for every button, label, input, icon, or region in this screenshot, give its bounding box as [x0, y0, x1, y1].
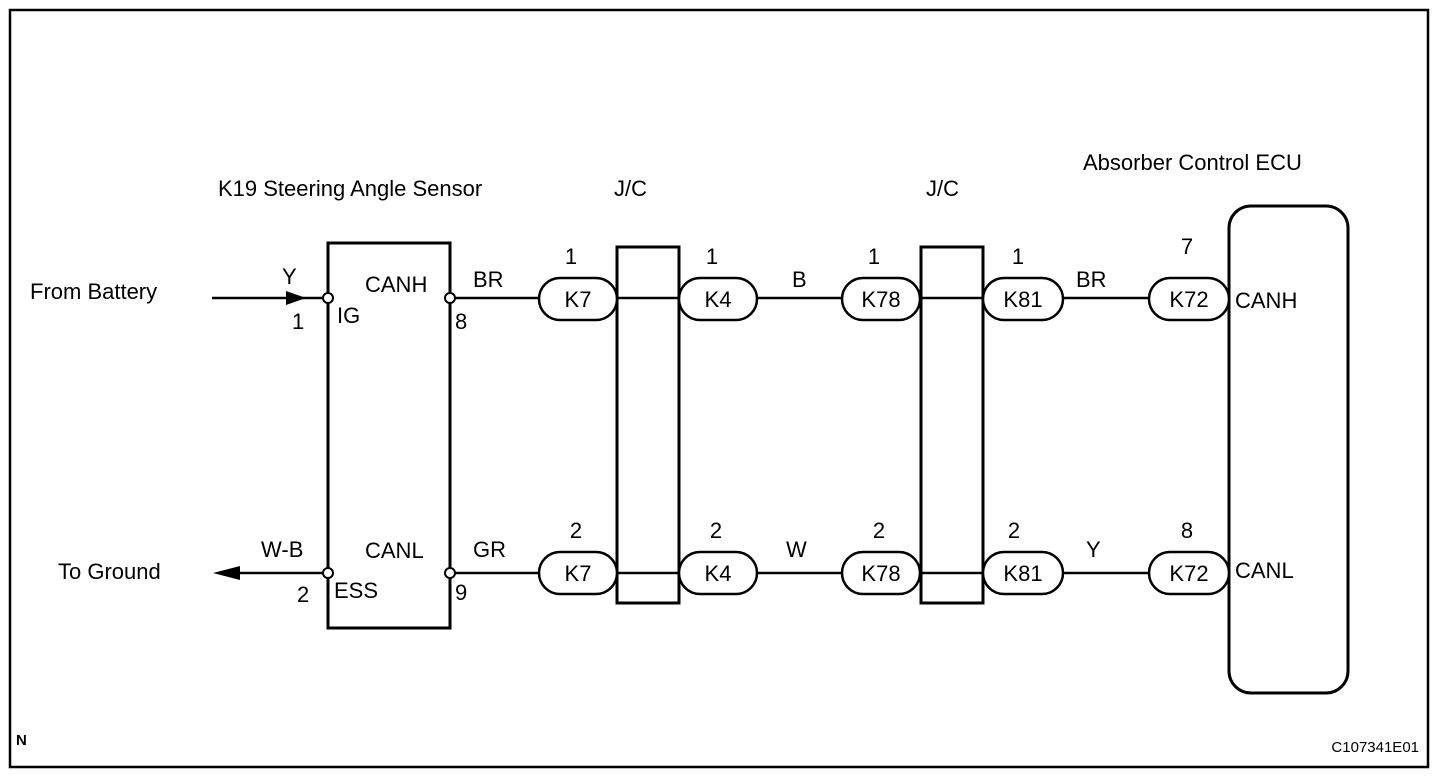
connector-pin-number: 2 — [1008, 518, 1020, 543]
junction-connector-1 — [615, 245, 681, 605]
sensor-title: K19 Steering Angle Sensor — [218, 176, 482, 201]
connector-k72-canl: K72 8 — [1147, 518, 1231, 596]
svg-text:K78: K78 — [861, 287, 900, 312]
connector-pin-number: 1 — [565, 244, 577, 269]
diagram-frame — [8, 8, 1430, 769]
canl-wire-color: Y — [1086, 537, 1101, 562]
svg-text:K81: K81 — [1003, 287, 1042, 312]
canl-wire-color: W — [786, 537, 807, 562]
svg-text:K4: K4 — [705, 287, 732, 312]
figure-code: C107341E01 — [1331, 739, 1419, 756]
connector-pin-number: 7 — [1181, 234, 1193, 259]
canh-terminal-icon — [444, 292, 456, 304]
connector-k78-canh: K78 1 — [840, 244, 922, 322]
canh-wire-color: BR — [1076, 267, 1107, 292]
connector-pin-number: 2 — [873, 518, 885, 543]
connector-k4-canl: K4 2 — [677, 518, 759, 596]
connector-k4-canh: K4 1 — [677, 244, 759, 322]
sensor-canl-pin: 9 — [455, 580, 467, 605]
from-battery-label: From Battery — [30, 279, 157, 304]
svg-text:K4: K4 — [705, 561, 732, 586]
connector-k78-canl: K78 2 — [840, 518, 922, 596]
canh-wire-color: BR — [473, 267, 504, 292]
connector-pin-number: 1 — [868, 244, 880, 269]
ecu-canh-label: CANH — [1235, 288, 1297, 313]
canl-terminal-icon — [444, 567, 456, 579]
battery-arrow-icon — [286, 291, 306, 305]
svg-text:K7: K7 — [565, 287, 592, 312]
sensor-ig-label: IG — [337, 303, 360, 328]
svg-text:K7: K7 — [565, 561, 592, 586]
svg-text:K72: K72 — [1169, 561, 1208, 586]
connector-pin-number: 2 — [570, 518, 582, 543]
jc2-title: J/C — [926, 176, 959, 201]
ecu-canl-label: CANL — [1235, 558, 1294, 583]
corner-mark: N — [16, 732, 27, 749]
connector-k81-canh: K81 1 — [981, 244, 1065, 322]
svg-text:K72: K72 — [1169, 287, 1208, 312]
jc1-title: J/C — [614, 176, 647, 201]
canh-wire-color: B — [792, 267, 807, 292]
junction-connector-2 — [919, 245, 985, 605]
ess-wire-color: W-B — [261, 537, 303, 562]
ground-arrow-icon — [213, 566, 240, 580]
ig-wire-color: Y — [282, 264, 297, 289]
svg-text:K81: K81 — [1003, 561, 1042, 586]
canl-wire-color: GR — [473, 537, 506, 562]
connector-pin-number: 2 — [710, 518, 722, 543]
ess-terminal-icon — [322, 567, 334, 579]
ig-terminal-icon — [322, 292, 334, 304]
svg-text:K78: K78 — [861, 561, 900, 586]
sensor-canh-label: CANH — [365, 272, 427, 297]
steering-angle-sensor-box — [326, 241, 452, 630]
ess-pin-number: 2 — [297, 582, 309, 607]
connector-pin-number: 8 — [1181, 518, 1193, 543]
connector-k7-canh: K7 1 — [537, 244, 619, 322]
connector-k81-canl: K81 2 — [981, 518, 1065, 596]
connector-k72-canh: K72 7 — [1147, 234, 1231, 322]
sensor-canh-pin: 8 — [455, 309, 467, 334]
to-ground-label: To Ground — [58, 559, 161, 584]
connector-pin-number: 1 — [706, 244, 718, 269]
sensor-canl-label: CANL — [365, 538, 424, 563]
ecu-title: Absorber Control ECU — [1083, 150, 1302, 175]
sensor-ess-label: ESS — [334, 578, 378, 603]
connector-pin-number: 1 — [1012, 244, 1024, 269]
connector-k7-canl: K7 2 — [537, 518, 619, 596]
ig-pin-number: 1 — [292, 309, 304, 334]
absorber-control-ecu-box — [1227, 204, 1350, 695]
